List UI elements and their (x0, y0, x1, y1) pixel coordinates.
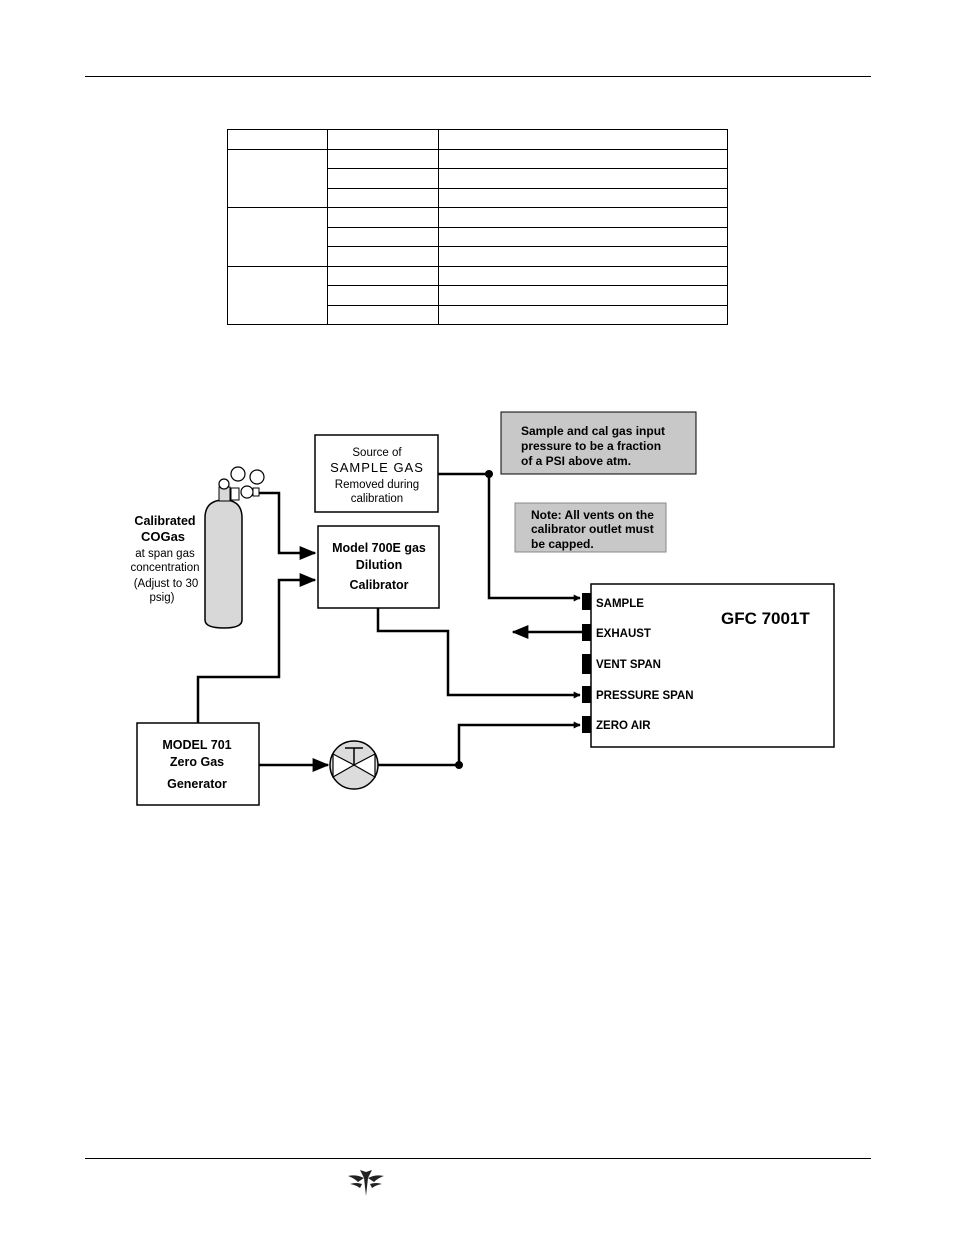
analyzer-name: GFC 7001T (721, 609, 810, 628)
regulator-gauge-icon (230, 466, 265, 501)
teledyne-logo-icon (348, 1170, 384, 1196)
port-sample-label: SAMPLE (596, 598, 644, 610)
line-to-sample-port (487, 474, 581, 602)
table-cell (438, 304, 728, 325)
table-header-row (227, 129, 728, 150)
vents-note-line2: calibrator outlet must (531, 522, 654, 536)
vents-note: Note: All vents on the calibrator outlet… (514, 502, 667, 553)
table-row (228, 304, 728, 325)
cylinder-label: Calibrated COGas at span gas concentrati… (130, 514, 199, 604)
vents-note-line3: be capped. (531, 537, 594, 551)
port-vent-span-fitting (582, 654, 591, 674)
line-generator-to-calibrator (196, 573, 317, 723)
sample-source-line1: Source of (352, 447, 402, 459)
table-row (227, 265, 728, 325)
line-cylinder-to-calibrator (259, 491, 317, 560)
port-pressure-span-label: PRESSURE SPAN (596, 690, 694, 702)
cylinder-label-line3: at span gas (135, 548, 195, 560)
junction-dot (485, 470, 493, 478)
calibrator-line3: Calibrator (349, 578, 408, 592)
generator-line2: Zero Gas (170, 755, 224, 769)
line-to-zero-air (457, 721, 581, 765)
cylinder-label-line5: (Adjust to 30 (134, 578, 199, 590)
cylinder-label-line6: psig) (150, 592, 175, 604)
pressure-note: Sample and cal gas input pressure to be … (500, 411, 697, 475)
vents-note-line1: Note: All vents on the (531, 508, 654, 522)
sample-source-line4: calibration (351, 493, 403, 505)
port-pressure-span-fitting (582, 686, 591, 703)
co-gas-cylinder (204, 478, 243, 629)
line-to-pressure-span (376, 608, 581, 699)
sample-source-line2: SAMPLE GAS (330, 460, 424, 475)
table-row (228, 168, 728, 189)
generator-line1: MODEL 701 (162, 738, 231, 752)
pressure-note-line3: of a PSI above atm. (521, 454, 631, 468)
port-vent-span-label: VENT SPAN (596, 659, 661, 671)
port-exhaust-label: EXHAUST (596, 628, 651, 640)
sample-gas-source: Source of SAMPLE GAS Removed during cali… (314, 434, 439, 513)
footer-rule (85, 1158, 871, 1159)
port-zero-air-label: ZERO AIR (596, 720, 651, 732)
cylinder-label-line1: Calibrated (134, 514, 195, 528)
table-row (227, 207, 728, 267)
cylinder-label-line2: COGas (141, 529, 185, 544)
junction-dot (455, 761, 463, 769)
gfc-7001t-analyzer: GFC 7001T SAMPLE EXHAUST VENT SPAN PRESS… (582, 583, 835, 748)
cylinder-label-line4: concentration (130, 562, 199, 574)
calibrator-line1: Model 700E gas (332, 541, 426, 555)
parameter-table (227, 129, 728, 325)
gas-lines (196, 472, 590, 772)
dilution-calibrator: Model 700E gas Dilution Calibrator (317, 525, 440, 609)
table-group-cell (227, 265, 328, 325)
sample-source-line3: Removed during (335, 479, 419, 491)
header-rule (85, 76, 871, 77)
port-zero-air-fitting (582, 716, 591, 733)
valve-icon (329, 740, 379, 790)
generator-line3: Generator (167, 777, 227, 791)
pressure-note-line2: pressure to be a fraction (521, 439, 661, 453)
zero-gas-generator: MODEL 701 Zero Gas Generator (136, 722, 260, 806)
pressure-note-line1: Sample and cal gas input (521, 424, 665, 438)
calibrator-line2: Dilution (356, 558, 403, 572)
port-sample-fitting (582, 593, 591, 610)
